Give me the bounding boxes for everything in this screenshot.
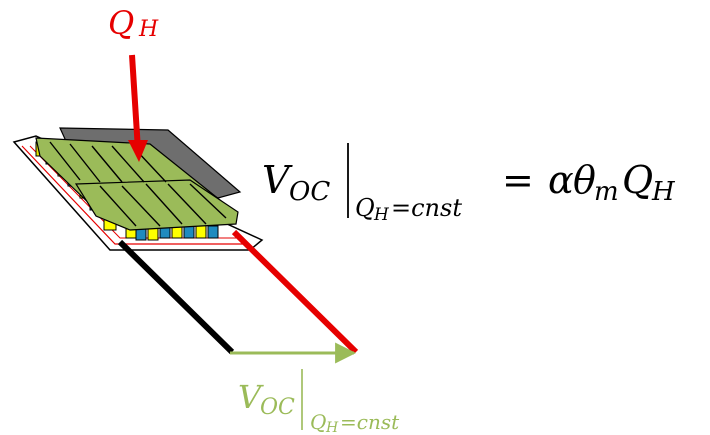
equation-theta-sub: m	[594, 177, 619, 207]
substrate-trace	[21, 145, 248, 245]
equation-v: V	[262, 158, 293, 202]
equation-theta: θ	[573, 158, 596, 202]
voltage-label-oc: OC	[260, 395, 295, 420]
equation-alpha: α	[548, 158, 574, 202]
voltage-label-eval-rest: =cnst	[340, 410, 400, 434]
thermoelectric-module-icon	[12, 127, 264, 251]
heat-label-subscript: H	[138, 17, 159, 42]
equation-eval-rest: =cnst	[391, 194, 462, 222]
equation-oc: OC	[289, 177, 330, 207]
heat-label: Q H	[108, 4, 159, 42]
heat-flow-arrow-icon	[128, 54, 148, 162]
voltage-label-v: V	[238, 378, 264, 416]
main-equation: V OC Q H =cnst = α θ m Q H	[262, 143, 676, 225]
heat-label-symbol: Q	[108, 4, 134, 42]
green-plate-front	[74, 179, 239, 231]
voltage-label-eval-h: H	[325, 420, 339, 435]
voltage-label-eval-q: Q	[310, 410, 326, 434]
equation-eval-h: H	[373, 205, 390, 225]
equation-q: Q	[622, 158, 653, 202]
equation-q-sub: H	[651, 177, 676, 207]
voltage-label: V OC Q H =cnst	[238, 369, 400, 435]
red-wire	[231, 229, 359, 355]
equation-eval-q: Q	[355, 194, 375, 222]
black-wire	[117, 239, 235, 355]
equation-equals: =	[502, 158, 534, 202]
